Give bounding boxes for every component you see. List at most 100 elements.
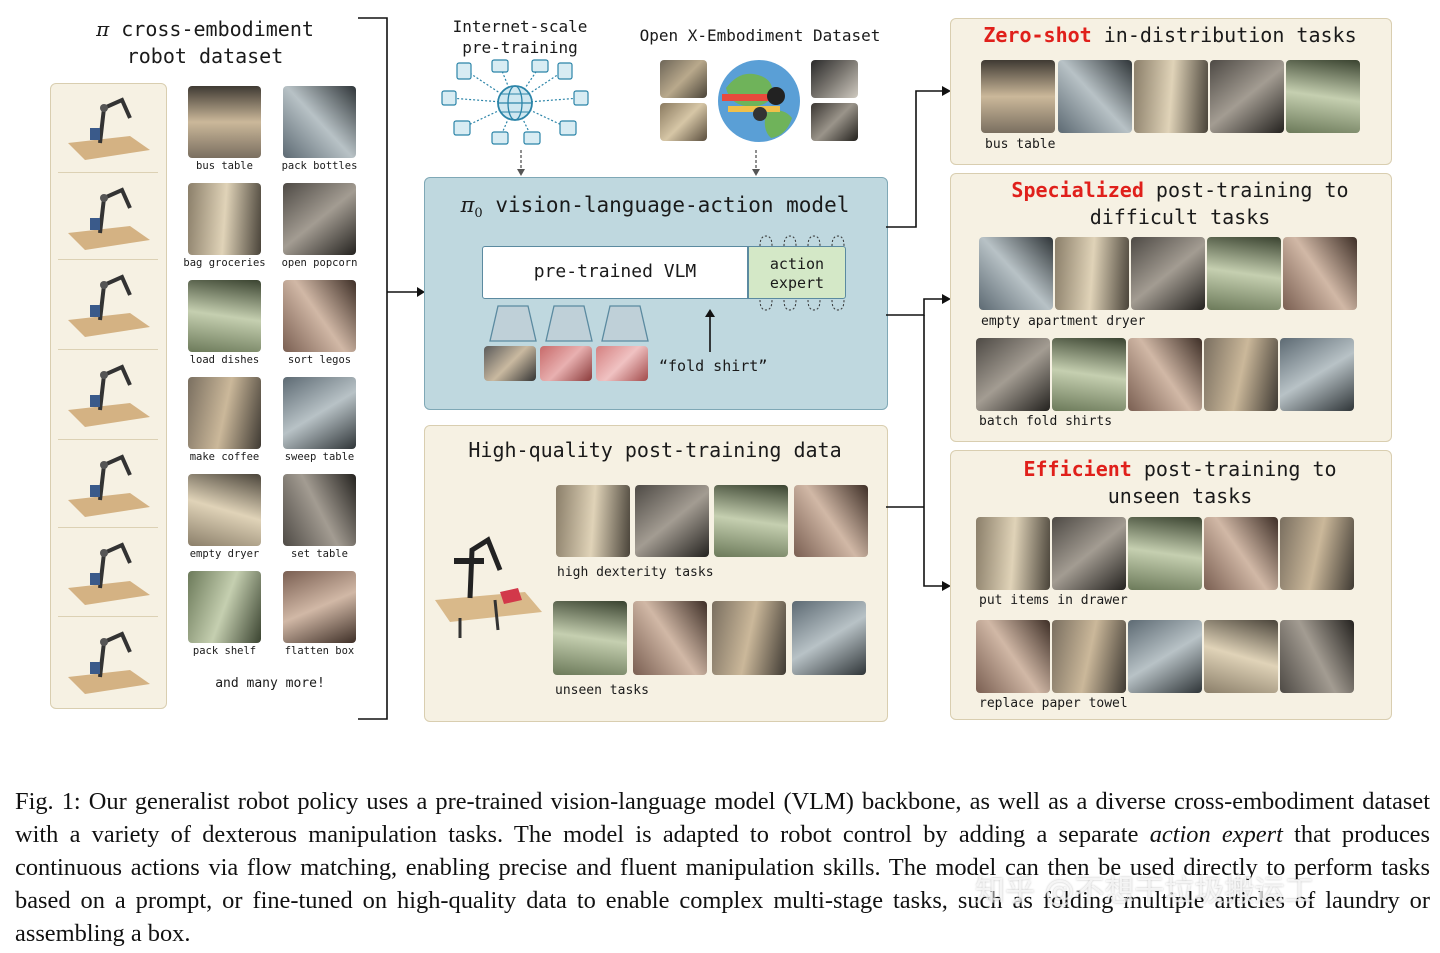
prompt-arrow <box>705 309 715 352</box>
paper-towel-frame <box>1280 620 1354 693</box>
task-label: sort legos <box>287 354 352 366</box>
unseen-thumb <box>633 601 707 675</box>
pretrained-vlm-box: pre-trained VLM <box>482 246 748 299</box>
camera-view-1 <box>484 346 536 381</box>
action-expert-box: action expert <box>748 246 846 299</box>
dryer-frame <box>1207 237 1281 310</box>
specialized-title: Specialized post-training to difficult t… <box>1011 178 1349 229</box>
task-label: load dishes <box>189 354 260 366</box>
specialized-task1-label: empty apartment dryer <box>981 314 1146 329</box>
paper-towel-frame <box>976 620 1050 693</box>
dryer-frame <box>979 237 1053 310</box>
model-title: π0 vision-language-action model <box>460 193 850 222</box>
output-arrows <box>886 86 951 591</box>
high-dexterity-label: high dexterity tasks <box>557 565 714 580</box>
zero-shot-task-label: bus table <box>985 137 1056 152</box>
internet-pretraining-label: Internet-scale pre-training <box>452 17 588 57</box>
camera-view-2 <box>540 346 592 381</box>
zero-shot-frame <box>981 60 1055 133</box>
robot-separator <box>58 349 158 350</box>
robot-separator <box>58 259 158 260</box>
internet-globe-icon <box>441 59 589 145</box>
robot-embodiments-panel <box>50 83 167 709</box>
robot-separator <box>58 439 158 440</box>
robot-separator <box>58 527 158 528</box>
task-thumb-image <box>188 183 261 255</box>
efficient-task2-label: replace paper towel <box>979 696 1128 711</box>
pretraining-arrows <box>517 150 760 176</box>
camera-view-3 <box>596 346 648 381</box>
task-label: open popcorn <box>281 257 358 269</box>
figure-caption: Fig. 1: Our generalist robot policy uses… <box>15 788 1430 947</box>
openx-thumb-3 <box>811 60 858 98</box>
dryer-frame <box>1131 237 1205 310</box>
paper-towel-frame <box>1128 620 1202 693</box>
task-thumb-image <box>188 571 261 643</box>
openx-thumb-1 <box>660 60 707 98</box>
task-thumb-image <box>283 280 356 352</box>
openx-thumb-2 <box>660 103 707 141</box>
task-thumb-image <box>188 377 261 449</box>
dexterity-thumb <box>714 485 788 557</box>
pi-symbol: π <box>96 17 110 41</box>
task-thumb-image <box>188 474 261 546</box>
robot-embodiment-image <box>60 533 155 611</box>
watermark: 知乎 @不想干垃圾搬运工 <box>975 874 1315 909</box>
dryer-frame <box>1055 237 1129 310</box>
drawer-frame <box>976 517 1050 590</box>
task-label: flatten box <box>284 645 355 657</box>
flow-loop-arrows <box>759 235 845 311</box>
robot-embodiment-image <box>60 355 155 433</box>
robot-separator <box>58 616 158 617</box>
task-thumb-image <box>283 474 356 546</box>
task-label: bag groceries <box>183 257 266 269</box>
task-thumb-image <box>283 183 356 255</box>
robot-arm-illustration <box>435 536 542 638</box>
task-label: pack bottles <box>281 160 358 172</box>
task-thumb-image <box>283 86 356 158</box>
task-label: bus table <box>196 160 253 172</box>
robot-embodiment-image <box>60 445 155 523</box>
fold-shirt-frame <box>1128 338 1202 411</box>
prompt-text: “fold shirt” <box>659 357 768 375</box>
zero-shot-frame <box>1058 60 1132 133</box>
zero-shot-title: Zero-shot in-distribution tasks <box>983 23 1357 47</box>
drawer-frame <box>1280 517 1354 590</box>
earth-globe-icon <box>718 60 800 142</box>
fold-shirt-frame <box>1204 338 1278 411</box>
fold-shirt-frame <box>1280 338 1354 411</box>
dataset-bracket <box>358 17 425 720</box>
task-thumb-image <box>188 86 261 158</box>
task-thumb-image <box>188 280 261 352</box>
dexterity-thumb <box>556 485 630 557</box>
task-label: pack shelf <box>192 645 257 657</box>
task-label: set table <box>291 548 348 560</box>
zero-shot-frame <box>1210 60 1284 133</box>
drawer-frame <box>1204 517 1278 590</box>
task-label: make coffee <box>189 451 260 463</box>
task-label: sweep table <box>284 451 355 463</box>
openx-dataset-label: Open X-Embodiment Dataset <box>639 26 881 45</box>
task-label: empty dryer <box>189 548 260 560</box>
robot-separator <box>58 172 158 173</box>
unseen-thumb <box>553 601 627 675</box>
dexterity-thumb <box>635 485 709 557</box>
paper-towel-frame <box>1204 620 1278 693</box>
unseen-tasks-label: unseen tasks <box>555 683 649 698</box>
specialized-task2-label: batch fold shirts <box>979 414 1113 429</box>
robot-embodiment-image <box>60 88 155 166</box>
task-thumb-image <box>283 571 356 643</box>
fold-shirt-frame <box>1052 338 1126 411</box>
paper-towel-frame <box>1052 620 1126 693</box>
robot-embodiment-image <box>60 265 155 343</box>
robot-embodiment-image <box>60 622 155 700</box>
task-thumb-image <box>283 377 356 449</box>
dataset-title: π cross-embodiment robot dataset <box>96 17 314 68</box>
drawer-frame <box>1052 517 1126 590</box>
fold-shirt-frame <box>976 338 1050 411</box>
post-training-title: High-quality post-training data <box>468 438 842 462</box>
dexterity-thumb <box>794 485 868 557</box>
image-encoder-trapezoids <box>489 305 649 342</box>
drawer-frame <box>1128 517 1202 590</box>
unseen-thumb <box>792 601 866 675</box>
